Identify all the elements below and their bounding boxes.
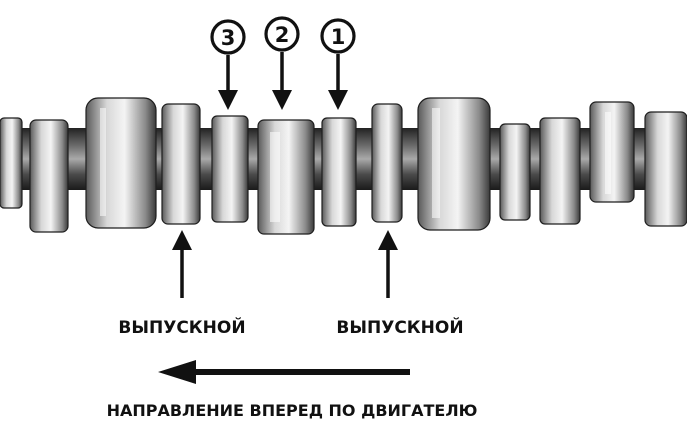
callout-circle-2 [264,16,300,52]
arrow-up-icon [378,230,398,250]
exhaust-lobe-right [371,103,403,223]
arrow-down-icon [328,90,348,110]
journal [85,97,157,229]
exhaust-label-left: ВЫПУСКНОЙ [118,316,245,338]
arrow-down-icon [272,90,292,110]
direction-label: НАПРАВЛЕНИЕ ВПЕРЕД ПО ДВИГАТЕЛЮ [107,401,478,420]
lobe [29,119,69,233]
callout-circle-1 [320,18,356,54]
lobe [0,117,23,209]
lobe [589,101,635,203]
callout-2: 2 [264,16,300,110]
lobe-1 [321,117,357,227]
arrow-down-icon [218,90,238,110]
exhaust-lobe-left [161,103,201,225]
callout-number-3: 3 [221,26,236,50]
exhaust-arrow-right [378,230,398,298]
shaft-highlights [100,108,611,222]
direction-arrow [158,360,410,384]
callout-3: 3 [210,19,246,110]
lobe-2 [257,119,315,235]
callout-number-1: 1 [331,25,346,49]
exhaust-arrow-left [172,230,192,298]
lobe-3 [211,115,249,223]
callout-1: 1 [320,18,356,110]
lobe [499,123,531,221]
callout-number-2: 2 [275,23,290,47]
lobe [539,117,581,225]
callout-circle-3 [210,19,246,55]
lobe [644,111,687,227]
journal [417,97,491,231]
arrow-up-icon [172,230,192,250]
arrow-left-icon [158,360,196,384]
exhaust-label-right: ВЫПУСКНОЙ [336,316,463,338]
